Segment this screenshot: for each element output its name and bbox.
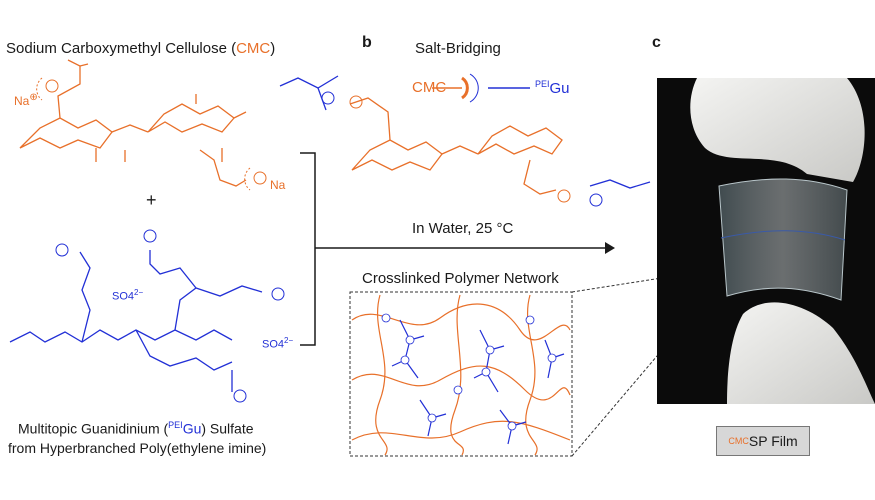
guanidinium-charges xyxy=(55,229,285,403)
transparent-film xyxy=(718,178,848,301)
salt-bridge-icon xyxy=(432,73,530,103)
reaction-bracket xyxy=(300,152,316,346)
panel-label-c: c xyxy=(652,34,661,51)
cmc-title-abbr: CMC xyxy=(236,40,271,57)
film-blue-line xyxy=(720,230,846,241)
glove-top xyxy=(690,78,865,182)
panel-label-b: b xyxy=(362,34,372,51)
film-photo xyxy=(657,78,875,404)
scheme-pei-gu-label: PEIGu xyxy=(535,79,570,97)
pei-caption-line1: Multitopic Guanidinium (PEIGu) Sulfate xyxy=(18,420,254,437)
pei-gu-structure xyxy=(9,250,263,392)
scheme-pei-sup: PEI xyxy=(535,79,550,89)
scheme-cmc-label: CMC xyxy=(412,79,447,96)
cmc-title: Sodium Carboxymethyl Cellulose (CMC) xyxy=(6,40,275,57)
so4-label-1: SO42− xyxy=(112,288,144,303)
so4-label-2: SO42− xyxy=(262,336,294,351)
film-photo-illustration xyxy=(690,78,875,404)
na-label-2: Na xyxy=(270,178,286,192)
glove-bottom xyxy=(727,302,875,404)
scheme-gu: Gu xyxy=(549,80,570,97)
salt-bridging-title: Salt-Bridging xyxy=(415,40,501,57)
na-label-1: Na⊕ xyxy=(14,92,38,108)
network-orange-chains xyxy=(351,294,571,456)
pei-caption-line2: from Hyperbranched Poly(ethylene imine) xyxy=(8,440,267,456)
salt-bridge-rings xyxy=(321,91,603,207)
film-label-sup: CMC xyxy=(728,436,749,446)
condition-label: In Water, 25 °C xyxy=(412,220,514,237)
cmc-carboxylate-2 xyxy=(244,167,267,191)
bridged-cmc-structure xyxy=(349,97,563,195)
film-label-text: SP Film xyxy=(748,433,798,449)
network-junctions xyxy=(381,313,557,431)
plus-sign: + xyxy=(146,190,157,210)
cmc-structure xyxy=(19,59,247,187)
cmc-title-suffix: ) xyxy=(270,40,276,57)
cmc-title-prefix: Sodium Carboxymethyl Cellulose ( xyxy=(6,40,237,57)
network-title: Crosslinked Polymer Network xyxy=(362,270,559,287)
reaction-arrowhead xyxy=(605,242,615,254)
cmc-carboxylate-1 xyxy=(36,77,59,101)
